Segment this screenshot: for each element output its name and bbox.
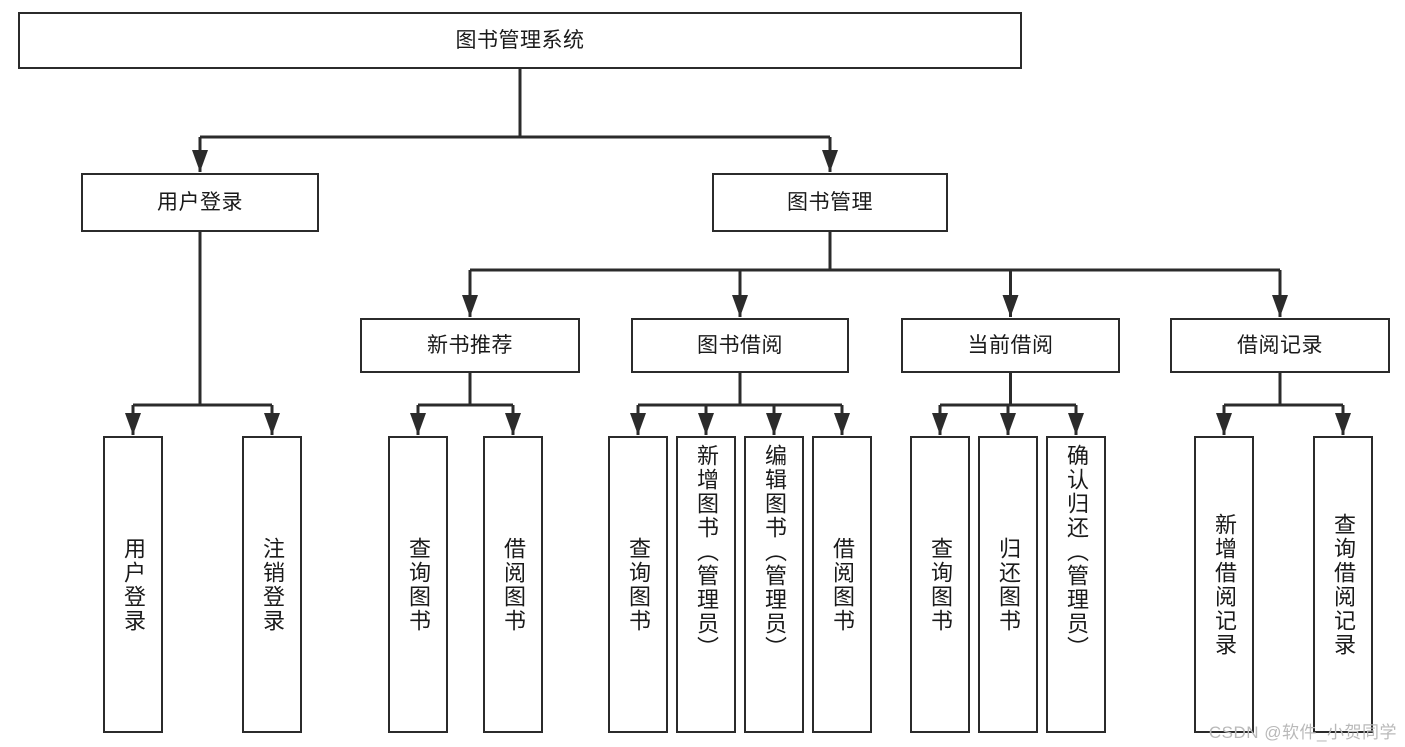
arrowhead-icon — [822, 150, 838, 172]
node-leaf-logout[interactable]: 注销登录 — [242, 436, 302, 733]
node-label: 借阅记录 — [1237, 333, 1323, 357]
node-label: 查询图书 — [625, 536, 651, 633]
arrowhead-icon — [766, 413, 782, 435]
node-leaf-query-book-rec[interactable]: 查询图书 — [388, 436, 448, 733]
node-leaf-confirm-return[interactable]: 确认归还（管理员） — [1046, 436, 1106, 733]
node-book-manage[interactable]: 图书管理 — [712, 173, 948, 232]
node-borrow-record[interactable]: 借阅记录 — [1170, 318, 1390, 373]
node-leaf-add-record[interactable]: 新增借阅记录 — [1194, 436, 1254, 733]
arrowhead-icon — [630, 413, 646, 435]
node-leaf-return-book[interactable]: 归还图书 — [978, 436, 1038, 733]
arrowhead-icon — [462, 295, 478, 317]
node-label: 图书管理系统 — [455, 28, 585, 52]
arrowhead-icon — [192, 150, 208, 172]
arrowhead-icon — [1002, 295, 1019, 317]
node-label: 注销登录 — [259, 536, 285, 633]
arrowhead-icon — [698, 413, 714, 435]
node-label: 新增借阅记录 — [1211, 512, 1237, 657]
node-leaf-query-book-cur[interactable]: 查询图书 — [910, 436, 970, 733]
arrowhead-icon — [264, 413, 280, 435]
arrowhead-icon — [1068, 413, 1084, 435]
node-label: 新增图书（管理员） — [693, 444, 719, 660]
node-leaf-borrow-book-bor[interactable]: 借阅图书 — [812, 436, 872, 733]
node-leaf-query-book-bor[interactable]: 查询图书 — [608, 436, 668, 733]
arrowhead-icon — [505, 413, 521, 435]
node-new-book-rec[interactable]: 新书推荐 — [360, 318, 580, 373]
node-label: 编辑图书（管理员） — [761, 444, 787, 660]
node-label: 查询图书 — [405, 536, 431, 633]
arrowhead-icon — [932, 413, 948, 435]
node-label: 当前借阅 — [967, 333, 1054, 357]
arrowhead-icon — [410, 413, 426, 435]
arrowhead-icon — [1335, 413, 1351, 435]
node-label: 图书管理 — [787, 190, 873, 214]
node-label: 新书推荐 — [427, 333, 513, 357]
node-current-borrow[interactable]: 当前借阅 — [901, 318, 1120, 373]
node-label: 查询借阅记录 — [1330, 512, 1356, 657]
node-label: 确认归还（管理员） — [1063, 444, 1089, 660]
node-user-login[interactable]: 用户登录 — [81, 173, 319, 232]
node-leaf-borrow-book-rec[interactable]: 借阅图书 — [483, 436, 543, 733]
node-leaf-user-login[interactable]: 用户登录 — [103, 436, 163, 733]
node-label: 借阅图书 — [500, 536, 526, 633]
arrowhead-icon — [732, 295, 748, 317]
arrowhead-icon — [1272, 295, 1288, 317]
node-label: 用户登录 — [157, 190, 243, 214]
node-root[interactable]: 图书管理系统 — [18, 12, 1022, 69]
node-label: 借阅图书 — [829, 536, 855, 633]
node-book-borrow[interactable]: 图书借阅 — [631, 318, 849, 373]
arrowhead-icon — [125, 413, 141, 435]
node-leaf-query-record[interactable]: 查询借阅记录 — [1313, 436, 1373, 733]
node-label: 归还图书 — [995, 536, 1021, 633]
arrowhead-icon — [1000, 413, 1016, 435]
node-label: 图书借阅 — [697, 333, 783, 357]
node-leaf-edit-book[interactable]: 编辑图书（管理员） — [744, 436, 804, 733]
node-leaf-add-book[interactable]: 新增图书（管理员） — [676, 436, 736, 733]
node-label: 查询图书 — [927, 536, 953, 633]
arrowhead-icon — [834, 413, 850, 435]
arrowhead-icon — [1216, 413, 1232, 435]
node-label: 用户登录 — [120, 536, 146, 633]
watermark-label: CSDN @软件_小贺同学 — [1208, 723, 1397, 742]
